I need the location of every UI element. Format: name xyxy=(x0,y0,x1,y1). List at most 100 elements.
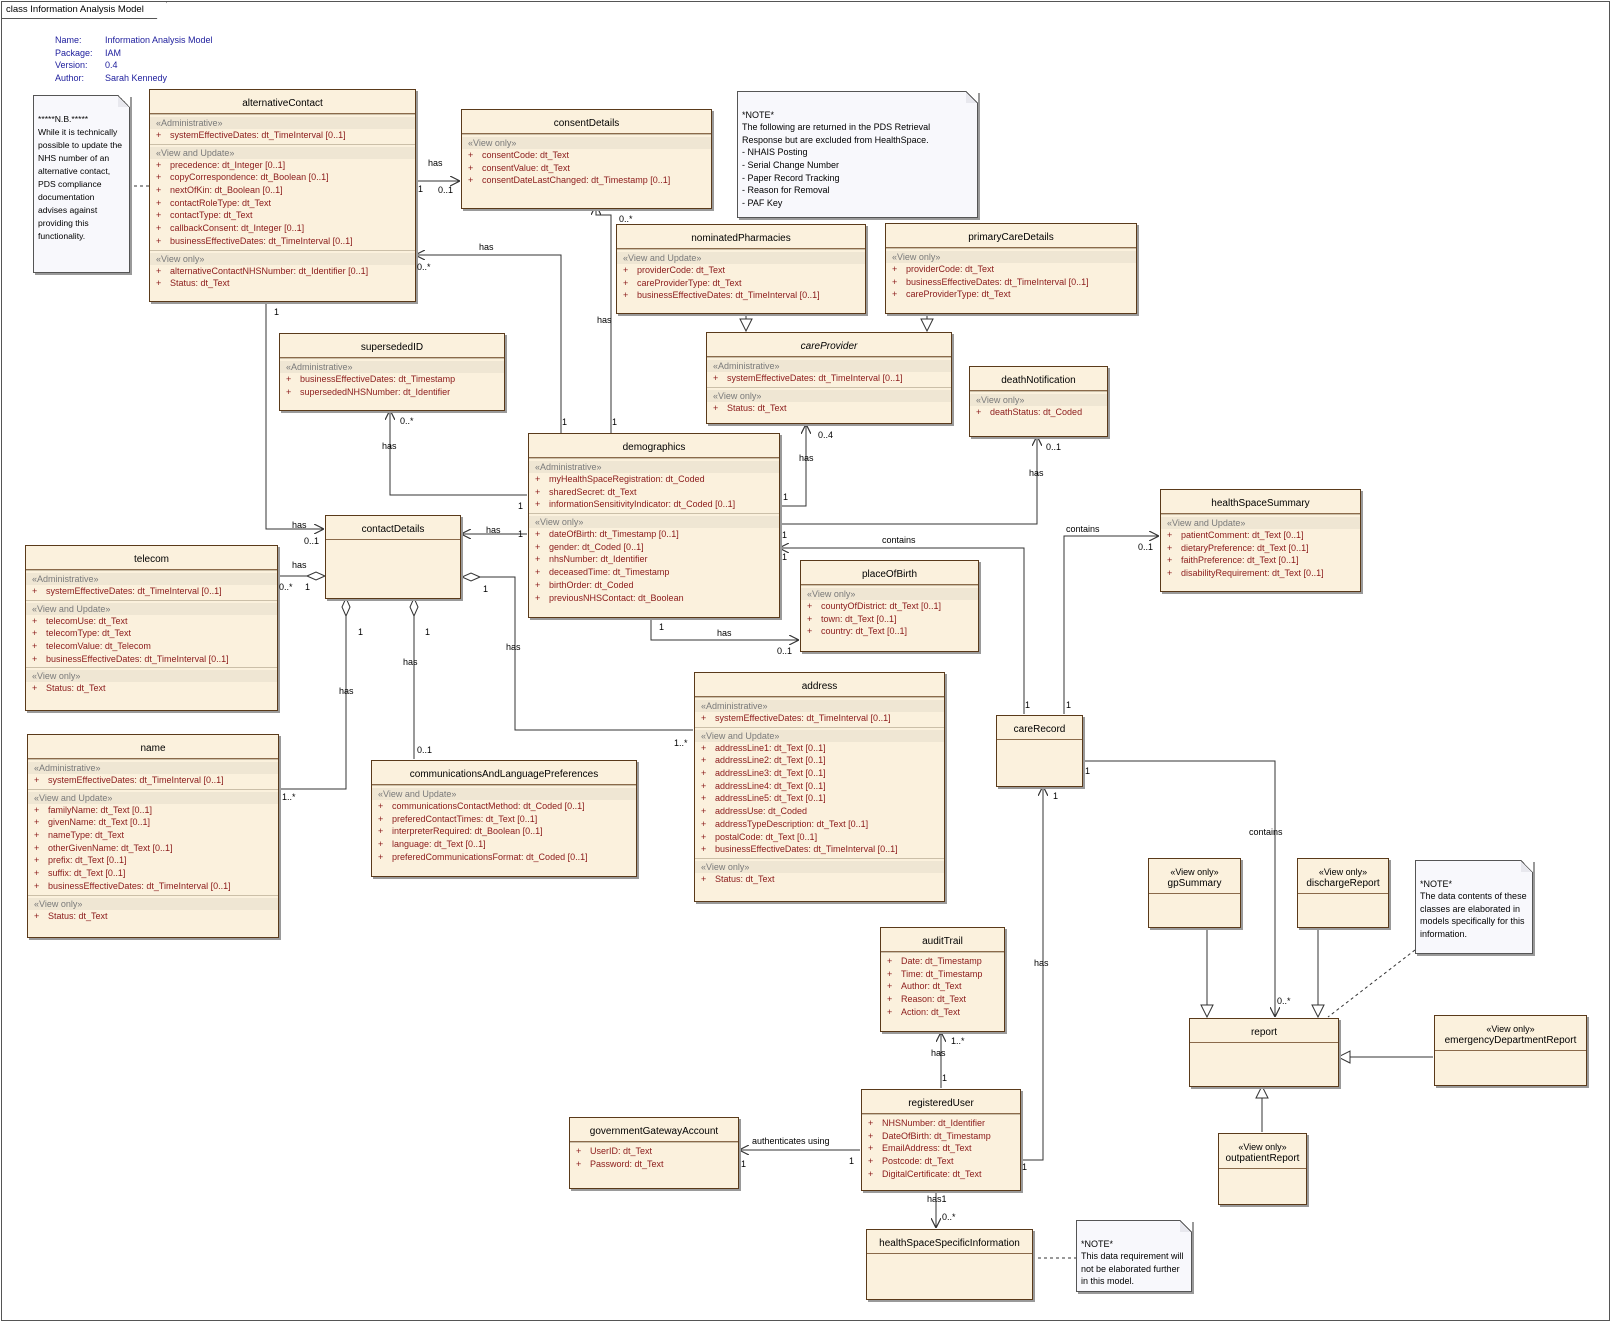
public-visibility-icon: + xyxy=(32,615,38,626)
class-gp-summary[interactable]: «View only»gpSummary xyxy=(1148,858,1241,928)
public-visibility-icon: + xyxy=(156,130,162,140)
attribute-text: suffix: dt_Text [0..1] xyxy=(48,868,126,879)
attribute-row: +nhsNumber: dt_Identifier xyxy=(529,553,779,566)
lbl-mult: 1 xyxy=(518,529,524,539)
public-visibility-icon: + xyxy=(535,541,541,552)
assoc-carerecord-hss xyxy=(1063,536,1159,714)
class-report[interactable]: report xyxy=(1189,1018,1339,1087)
attribute-row: +Status: dt_Text xyxy=(28,910,278,923)
meta-row: Name:Information Analysis Model xyxy=(55,34,213,47)
attribute-text: informationSensitivityIndicator: dt_Code… xyxy=(549,499,736,510)
attribute-row: +addressTypeDescription: dt_Text [0..1] xyxy=(695,818,944,831)
attribute-text: telecomType: dt_Text xyxy=(46,628,132,639)
attribute-section: +UserID: dt_Text+Password: dt_Text xyxy=(570,1142,738,1172)
class-header: placeOfBirth xyxy=(801,561,978,585)
attribute-row: +telecomUse: dt_Text xyxy=(26,615,277,628)
class-death-notification[interactable]: deathNotification «View only»+deathStatus… xyxy=(969,366,1108,437)
public-visibility-icon: + xyxy=(32,628,38,639)
attribute-row: +postalCode: dt_Text [0..1] xyxy=(695,831,944,844)
class-header: telecom xyxy=(26,546,277,570)
class-nominated-pharmacies[interactable]: nominatedPharmacies«View and Update»+pro… xyxy=(616,224,866,314)
attribute-row: +EmailAddress: dt_Text xyxy=(862,1142,1020,1155)
class-superseded-id[interactable]: supersededID«Administrative»+businessEff… xyxy=(279,333,505,411)
class-emergency-department-report[interactable]: «View only»emergencyDepartmentReport xyxy=(1434,1015,1587,1086)
attribute-text: contactRoleType: dt_Text xyxy=(170,197,272,208)
class-outpatient-report[interactable]: «View only»outpatientReport xyxy=(1218,1133,1307,1205)
class-name: supersededID xyxy=(360,342,424,353)
class-audit-trail[interactable]: auditTrail+Date: dt_Timestamp+Time: dt_T… xyxy=(880,927,1005,1032)
class-communications-and-language-preferences[interactable]: communicationsAndLanguagePreferences«Vie… xyxy=(371,760,637,877)
class-header: primaryCareDetails xyxy=(886,224,1136,248)
class-telecom[interactable]: telecom«Administrative»+systemEffectiveD… xyxy=(25,545,278,711)
lbl-mult: 0..1 xyxy=(438,185,454,195)
attribute-row: +informationSensitivityIndicator: dt_Cod… xyxy=(529,498,779,511)
section-stereotype: «View only» xyxy=(801,588,978,600)
lbl-mult: 1..* xyxy=(282,792,296,802)
class-registered-user[interactable]: registeredUser+NHSNumber: dt_Identifier+… xyxy=(861,1089,1021,1191)
class-contact-details[interactable]: contactDetails xyxy=(325,515,461,599)
class-name[interactable]: name«Administrative»+systemEffectiveDate… xyxy=(27,734,279,938)
class-health-space-specific-information[interactable]: healthSpaceSpecificInformation xyxy=(866,1229,1033,1300)
lbl-mult: 1 xyxy=(1025,700,1031,710)
class-government-gateway-account[interactable]: governmentGatewayAccount +UserID: dt_Text… xyxy=(569,1117,739,1189)
attribute-text: addressLine5: dt_Text [0..1] xyxy=(715,793,826,804)
note-corner xyxy=(1521,860,1533,872)
attribute-row: +businessEffectiveDates: dt_TimeInterval… xyxy=(617,289,865,302)
attribute-row: +previousNHSContact: dt_Boolean xyxy=(529,592,779,605)
class-discharge-report[interactable]: «View only»dischargeReport xyxy=(1297,858,1389,928)
class-consent-details[interactable]: consentDetails«View only»+consentCode: d… xyxy=(461,109,712,209)
class-demographics[interactable]: demographics«Administrative»+myHealthSpa… xyxy=(528,433,780,618)
class-header: registeredUser xyxy=(862,1090,1020,1114)
class-primary-care-details[interactable]: primaryCareDetails«View only»+providerCo… xyxy=(885,223,1137,314)
section-stereotype: «View only» xyxy=(886,251,1136,263)
attribute-text: businessEffectiveDates: dt_TimeInterval … xyxy=(46,653,229,664)
public-visibility-icon: + xyxy=(701,844,707,855)
attribute-section: «View and Update»+precedence: dt_Integer… xyxy=(150,143,415,250)
class-name: report xyxy=(1250,1027,1278,1038)
lbl-mult: 1 xyxy=(782,530,788,540)
attribute-text: preferedContactTimes: dt_Text [0..1] xyxy=(392,813,538,824)
attribute-row: +dietaryPreference: dt_Text [0..1] xyxy=(1161,542,1360,555)
class-health-space-summary[interactable]: healthSpaceSummary«View and Update»+pati… xyxy=(1160,489,1361,592)
attribute-text: country: dt_Text [0..1] xyxy=(821,626,908,637)
attribute-text: Status: dt_Text xyxy=(170,278,230,289)
attribute-text: Status: dt_Text xyxy=(727,402,787,413)
class-stereotype: «View only» xyxy=(1238,1142,1287,1152)
attribute-text: businessEffectiveDates: dt_TimeInterval … xyxy=(170,235,353,246)
class-care-provider[interactable]: careProvider«Administrative»+systemEffec… xyxy=(706,332,952,424)
attribute-section: «Administrative»+systemEffectiveDates: d… xyxy=(707,357,951,387)
public-visibility-icon: + xyxy=(286,386,292,397)
attribute-row: +DateOfBirth: dt_Timestamp xyxy=(862,1130,1020,1143)
public-visibility-icon: + xyxy=(378,826,384,837)
lbl-has: has xyxy=(382,441,397,451)
attribute-row: +birthOrder: dt_Coded xyxy=(529,579,779,592)
attribute-text: postalCode: dt_Text [0..1] xyxy=(715,831,818,842)
public-visibility-icon: + xyxy=(868,1130,874,1141)
public-visibility-icon: + xyxy=(887,956,893,966)
section-stereotype: «View and Update» xyxy=(695,729,944,742)
public-visibility-icon: + xyxy=(892,289,898,300)
nb-note: *****N.B.***** While it is technically p… xyxy=(33,95,130,273)
attribute-row: +careProviderType: dt_Text xyxy=(886,288,1136,301)
lbl-has: has xyxy=(597,315,612,325)
public-visibility-icon: + xyxy=(34,817,40,828)
section-stereotype: «Administrative» xyxy=(695,700,944,712)
attribute-section: «View only»+deathStatus: dt_Coded xyxy=(970,391,1107,421)
lbl-mult: 0..* xyxy=(417,262,431,272)
class-address[interactable]: address«Administrative»+systemEffectiveD… xyxy=(694,672,945,902)
section-stereotype: «View only» xyxy=(970,394,1107,406)
public-visibility-icon: + xyxy=(378,839,384,850)
lbl-mult: 1 xyxy=(741,1159,747,1169)
class-name: governmentGatewayAccount xyxy=(589,1126,719,1137)
assoc-carerecord-demographics xyxy=(779,548,1025,714)
section-stereotype: «View only» xyxy=(462,137,711,149)
class-care-record[interactable]: careRecord xyxy=(996,715,1083,787)
class-place-of-birth[interactable]: placeOfBirth«View only»+countyOfDistrict… xyxy=(800,560,979,652)
attribute-text: communicationsContactMethod: dt_Coded [0… xyxy=(392,801,585,811)
attribute-text: nextOfKin: dt_Boolean [0..1] xyxy=(170,185,283,196)
attribute-text: Postcode: dt_Text xyxy=(882,1156,954,1167)
public-visibility-icon: + xyxy=(701,780,707,791)
attribute-text: faithPreference: dt_Text [0..1] xyxy=(1181,555,1299,566)
class-alternative-contact[interactable]: alternativeContact«Administrative»+syste… xyxy=(149,89,416,302)
class-name: deathNotification xyxy=(1001,375,1076,386)
